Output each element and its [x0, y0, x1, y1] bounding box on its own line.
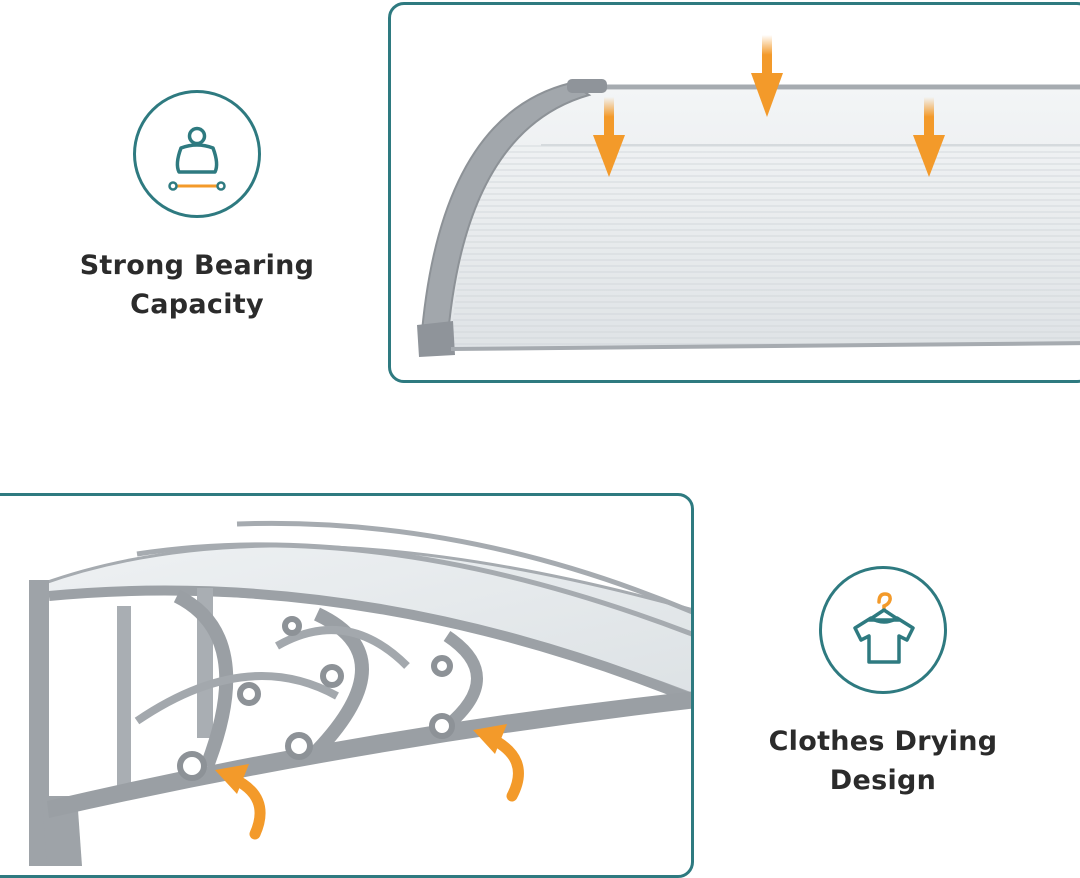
feature-bearing-label: Strong Bearing Capacity — [80, 246, 315, 324]
feature-clothes-line2: Design — [829, 765, 937, 796]
load-arrows — [593, 35, 945, 177]
canopy-bracket-illustration — [29, 520, 691, 866]
feature-bearing-line2: Capacity — [130, 289, 264, 320]
shirt-on-hanger-icon-circle — [819, 566, 947, 694]
canopy-panel-photo — [388, 2, 1080, 383]
weight-icon — [168, 126, 226, 191]
feature-clothes-line1: Clothes Drying — [768, 726, 998, 757]
feature-clothes-drying: Clothes Drying Design — [758, 566, 1008, 800]
feature-clothes-label: Clothes Drying Design — [769, 722, 998, 800]
canopy-bracket-photo — [0, 493, 694, 878]
canopy-panel-illustration — [417, 35, 1080, 357]
feature-bearing-line1: Strong Bearing — [79, 250, 315, 281]
hanging-holes — [177, 616, 455, 781]
feature-bearing-capacity: Strong Bearing Capacity — [72, 90, 322, 324]
weight-icon-circle — [133, 90, 261, 218]
shirt-on-hanger-icon — [853, 592, 915, 664]
